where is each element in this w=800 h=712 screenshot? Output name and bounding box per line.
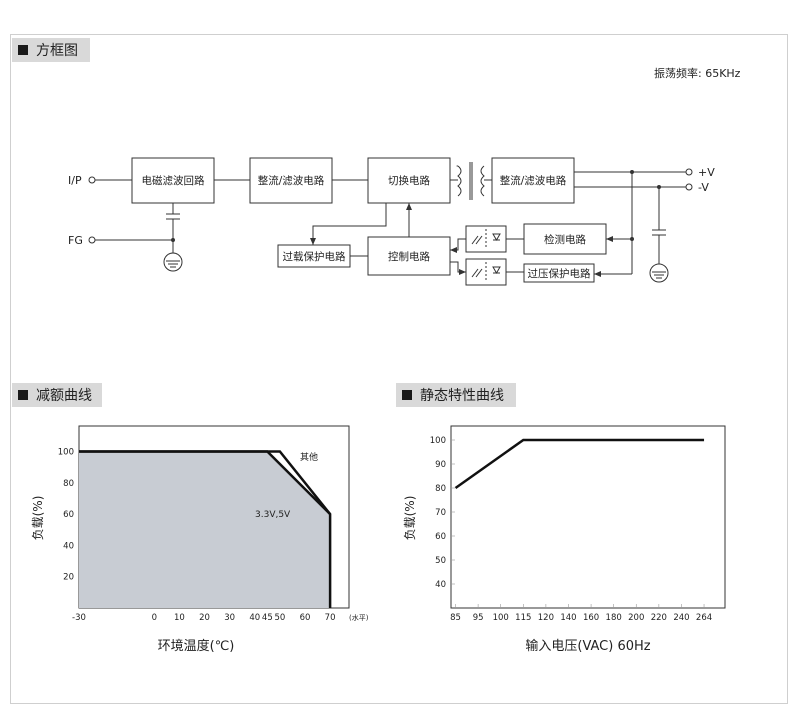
y-tick-label: 60 — [435, 532, 446, 542]
section-derating: 减额曲线 — [12, 383, 102, 407]
x-tick-label: 30 — [224, 613, 235, 623]
transformer-secondary — [480, 165, 485, 197]
vplus-terminal — [685, 168, 693, 176]
x-tick-label: -30 — [72, 613, 86, 623]
derating-fill-area — [79, 451, 331, 608]
y-tick-label: 100 — [430, 436, 446, 446]
oscillation-frequency: 振荡频率: 65KHz — [654, 67, 741, 80]
x-tick-label: 264 — [696, 613, 712, 623]
y-axis-label: 负载(%) — [31, 496, 45, 541]
x-tick-label: 160 — [583, 613, 599, 623]
section-static: 静态特性曲线 — [396, 383, 516, 407]
control-label: 控制电路 — [388, 250, 430, 263]
series-label-33v: 3.3V,5V — [255, 510, 291, 520]
series-label-other: 其他 — [300, 451, 318, 463]
y-tick-label: 20 — [63, 573, 74, 583]
series-line-load — [454, 438, 705, 490]
x-tick-label: 100 — [493, 613, 509, 623]
y-tick-label: 40 — [63, 541, 74, 551]
y-tick-label: 60 — [63, 510, 74, 520]
ovp-label: 过压保护电路 — [528, 267, 591, 280]
vminus-terminal — [685, 183, 693, 191]
vplus-label: +V — [698, 166, 715, 179]
olp-label: 过载保护电路 — [283, 250, 346, 263]
y-tick-label: 50 — [435, 556, 446, 566]
section-title: 方框图 — [36, 43, 78, 59]
y-axis-label: 负载(%) — [403, 496, 417, 541]
x-tick-label: 70 — [325, 613, 336, 623]
x-tick-label: 10 — [174, 613, 185, 623]
y-tick-label: 80 — [63, 479, 74, 489]
x-tick-label: 240 — [673, 613, 689, 623]
rectifier-label-1: 整流/滤波电路 — [258, 174, 325, 187]
x-tick-label: 50 — [274, 613, 285, 623]
y-tick-label: 80 — [435, 484, 446, 494]
y-tick-label: 100 — [58, 447, 74, 457]
x-tick-label: 115 — [515, 613, 531, 623]
rectifier-label-2: 整流/滤波电路 — [500, 174, 567, 187]
x-axis-label: 输入电压(VAC) 60Hz — [525, 638, 650, 654]
section-bullet — [402, 390, 412, 400]
x-tick-label: 0 — [152, 613, 157, 623]
detection-label: 检测电路 — [544, 233, 586, 246]
x-tick-label: 20 — [199, 613, 210, 623]
x-unit-label: (水平) — [349, 613, 369, 622]
ovp-box — [523, 263, 595, 283]
transformer-primary — [456, 165, 462, 197]
section-block-diagram: 方框图 — [12, 38, 90, 62]
x-tick-label: 180 — [606, 613, 622, 623]
datasheet-frame — [10, 34, 788, 704]
switching-label: 切换电路 — [388, 174, 430, 187]
vminus-label: -V — [698, 181, 709, 194]
x-tick-label: 140 — [560, 613, 576, 623]
emi-filter-label: 电磁滤波回路 — [142, 174, 205, 187]
x-tick-label: 45 — [262, 613, 273, 623]
y-tick-label: 90 — [435, 460, 446, 470]
x-tick-label: 120 — [538, 613, 554, 623]
x-tick-label: 85 — [450, 613, 461, 623]
y-tick-label: 70 — [435, 508, 446, 518]
x-tick-label: 220 — [651, 613, 667, 623]
section-title: 减额曲线 — [36, 388, 92, 404]
x-tick-label: 95 — [473, 613, 484, 623]
section-bullet — [18, 390, 28, 400]
x-axis-label: 环境温度(℃) — [158, 638, 235, 654]
ip-label: I/P — [68, 174, 82, 187]
y-tick-label: 40 — [435, 580, 446, 590]
section-bullet — [18, 45, 28, 55]
section-title: 静态特性曲线 — [420, 388, 504, 404]
ground-icon — [163, 252, 183, 272]
series-line-33v — [79, 450, 331, 515]
static-plot-area — [450, 425, 726, 609]
x-tick-label: 40 — [249, 613, 260, 623]
x-tick-label: 60 — [300, 613, 311, 623]
x-tick-label: 200 — [628, 613, 644, 623]
fg-label: FG — [68, 234, 83, 247]
ground-icon — [649, 263, 669, 283]
